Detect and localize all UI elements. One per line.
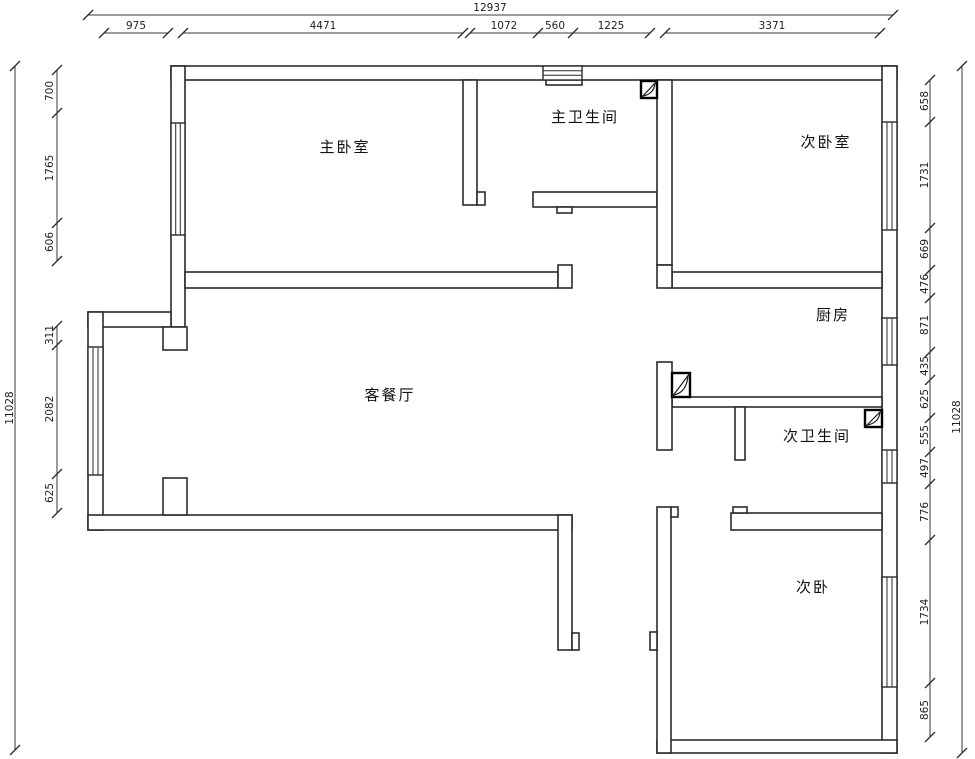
dim-left-3: 311 (44, 325, 56, 345)
wall-master-living-divider-end (557, 264, 573, 289)
dim-top-1: 4471 (310, 20, 337, 32)
wall-master-right (462, 79, 478, 206)
dim-left-5: 625 (44, 483, 56, 503)
dim-right-3: 476 (919, 274, 931, 294)
flue-icon (863, 408, 884, 429)
window-master-left (170, 122, 186, 236)
wall-bedroom-kitchen-divider-end (656, 264, 673, 289)
dim-right-8: 497 (919, 458, 931, 478)
dim-right-0: 658 (919, 91, 931, 111)
wall-bedroom2-top-bump (732, 506, 748, 514)
flue-icon (639, 79, 659, 100)
wall-masterbath-bottom (532, 191, 658, 208)
dim-right-11: 865 (919, 700, 931, 720)
room-label-master-bathroom: 主卫生间 (551, 109, 619, 126)
wall-bedroom-left (656, 79, 673, 266)
wall-entry-downturn (557, 514, 573, 651)
dim-left-1: 1765 (44, 155, 56, 182)
dim-top-5: 3371 (759, 20, 786, 32)
wall-bottom-living (87, 514, 573, 531)
dim-left-2: 606 (44, 232, 56, 252)
dim-left-0: 700 (44, 81, 56, 101)
wall-master-living-divider (184, 271, 559, 289)
dim-right-6: 625 (919, 389, 931, 409)
dim-left-total: 11028 (4, 391, 16, 424)
room-label-master-bedroom: 主卧室 (319, 139, 370, 156)
dim-right-total: 11028 (951, 400, 963, 433)
room-label-kitchen: 厨房 (816, 307, 850, 324)
dim-right-7: 555 (919, 425, 931, 445)
window-sill (545, 79, 583, 86)
dim-top-4: 1225 (598, 20, 625, 32)
window-bedroom2-right (881, 576, 898, 688)
window-top-bath (542, 65, 583, 81)
room-labels: 主卧室 主卫生间 次卧室 厨房 客餐厅 次卫生间 次卧 (319, 109, 851, 596)
dim-right-9: 776 (919, 502, 931, 522)
room-label-living-dining: 客餐厅 (364, 387, 415, 404)
dim-right-5: 435 (919, 356, 931, 376)
dim-top-2: 1072 (491, 20, 518, 32)
wall-masterbath-notch (556, 206, 573, 214)
dim-right-1: 1731 (919, 162, 931, 189)
flue-icon (670, 371, 692, 399)
wall-bath2-left (734, 406, 746, 461)
flues (639, 79, 884, 429)
window-kitchen-right (881, 317, 898, 366)
wall-pillar-bottom (162, 477, 188, 516)
dim-right-10: 1734 (919, 598, 931, 625)
wall-entry-side-bump (649, 631, 658, 651)
dimension-left: 11028 700 1765 606 311 2082 625 (4, 60, 63, 756)
dim-right-4: 871 (919, 315, 931, 335)
window-living-left (87, 346, 104, 476)
wall-bedroom-kitchen-divider (671, 271, 883, 289)
wall-kitchen-bath-divider (671, 396, 883, 408)
dim-top-3: 560 (545, 20, 565, 32)
wall-bedroom2-top (730, 512, 883, 531)
room-label-second-bedroom-2: 次卧 (796, 579, 830, 596)
wall-entry-notch (571, 632, 580, 651)
windows (87, 65, 898, 688)
wall-pillar-top (162, 326, 188, 351)
wall-bedroom2-left (656, 506, 672, 754)
dim-top-total: 12937 (473, 2, 506, 14)
wall-top (170, 65, 898, 81)
dim-top-0: 975 (126, 20, 146, 32)
walls (87, 65, 898, 754)
wall-bedroom2-left-bump (670, 506, 679, 518)
dim-left-4: 2082 (44, 396, 56, 423)
room-label-second-bedroom: 次卧室 (800, 134, 851, 151)
wall-corridor-stub (656, 361, 673, 451)
wall-master-right-notch (476, 191, 486, 206)
room-label-second-bathroom: 次卫生间 (783, 428, 851, 445)
dimension-top: 12937 975 4471 1072 560 1225 3371 (82, 2, 899, 39)
dimension-right: 11028 658 1731 669 476 871 435 625 555 4… (919, 60, 968, 759)
wall-bottom-bedroom2 (656, 739, 898, 754)
window-bedroom-right (881, 121, 898, 231)
dim-right-2: 669 (919, 239, 931, 259)
window-bath2-right (881, 449, 898, 484)
